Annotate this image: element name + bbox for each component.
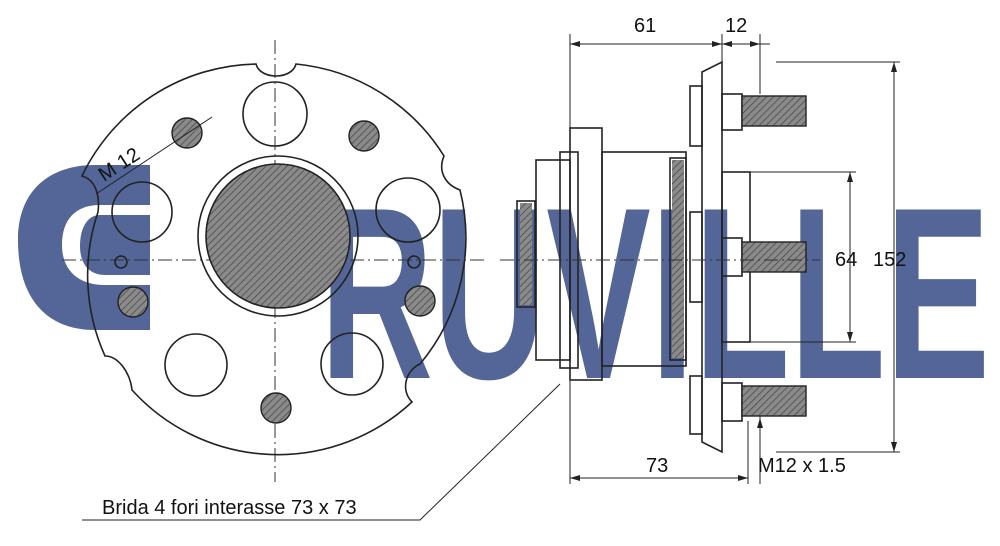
dim-pilot-diameter-label: 64	[835, 249, 857, 271]
lightening-hole-bottom-left	[164, 333, 228, 397]
dim-overall-depth-label: 73	[646, 455, 668, 477]
lightening-hole-top	[242, 81, 308, 147]
pilot-hole-right	[407, 255, 421, 269]
hub-pilot-nose	[516, 200, 536, 308]
stud-hole-bottom	[260, 392, 292, 424]
hub-bore-outer	[197, 155, 359, 317]
bolt-pattern-leader	[82, 383, 561, 521]
hub-bore-hatched	[205, 163, 351, 309]
thread-leader-arrow	[757, 418, 763, 428]
lightening-hole-left	[111, 181, 173, 243]
dim-flange-thickness-label: 12	[725, 15, 747, 37]
dim-arrows-top	[570, 41, 760, 47]
stud-callout-leader	[95, 116, 213, 195]
pilot-hole-left	[114, 255, 128, 269]
dim-flange-depth-label: 61	[634, 15, 656, 37]
flange-boss-bottom	[689, 375, 703, 435]
wheel-stud-middle	[721, 237, 807, 277]
side-view: 61 12 73 M12 x 1.5 64 152	[500, 15, 906, 484]
flange-boss-top	[689, 85, 703, 147]
hub-inner-step-hatch	[672, 160, 684, 358]
lightening-hole-right	[375, 177, 441, 243]
dim-flange-diameter-label: 152	[873, 249, 906, 271]
wheel-stud-bottom	[721, 382, 807, 422]
thread-size-label: M12 x 1.5	[758, 455, 846, 477]
bolt-pattern-note: Brida 4 fori interasse 73 x 73	[102, 497, 357, 519]
hub-inner-step	[669, 157, 687, 361]
stud-hole-top-right	[348, 120, 380, 152]
flange-boss-middle	[689, 211, 703, 303]
lightening-hole-bottom-right	[320, 332, 384, 396]
flange-outline	[80, 63, 467, 456]
wheel-stud-top	[721, 93, 807, 131]
hub-pilot-hatch	[520, 203, 532, 305]
watermark-logo: RUVILLE	[18, 156, 990, 430]
stud-hole-left	[117, 286, 149, 318]
wheel-flange	[701, 60, 723, 454]
stud-hole-right	[404, 285, 436, 317]
